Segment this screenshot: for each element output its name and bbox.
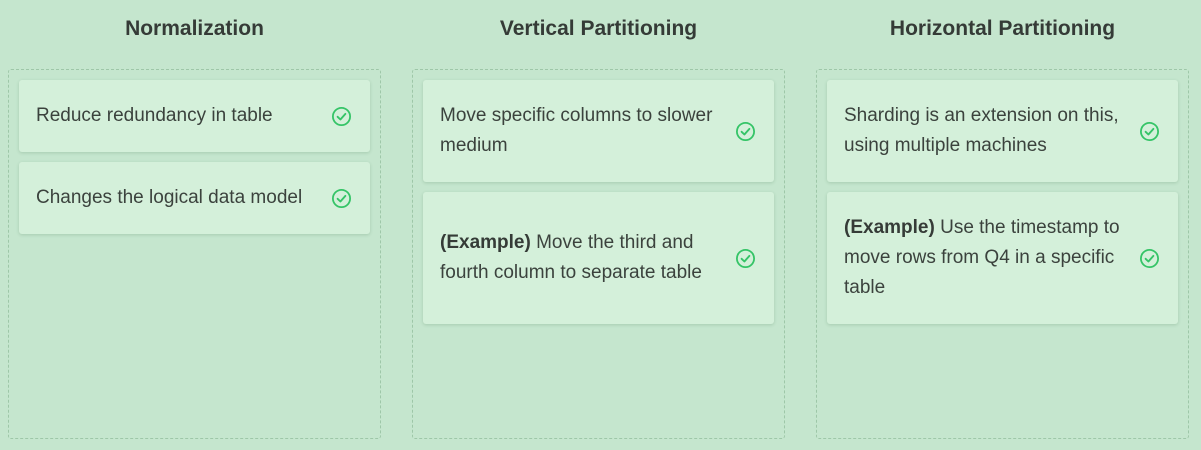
check-circle-icon <box>735 121 756 142</box>
check-circle-icon <box>1139 248 1160 269</box>
column-title: Normalization <box>125 17 264 40</box>
card-body: Sharding is an extension on this, using … <box>844 105 1119 156</box>
column-title: Vertical Partitioning <box>499 17 698 40</box>
drop-zone[interactable]: Move specific columns to slower medium (… <box>412 69 785 439</box>
check-circle-icon <box>331 188 352 209</box>
card-text: Sharding is an extension on this, using … <box>844 101 1130 161</box>
card-body: Reduce redundancy in table <box>36 105 273 126</box>
answer-card[interactable]: Move specific columns to slower medium <box>423 80 774 182</box>
card-text: (Example) Use the timestamp to move rows… <box>844 213 1130 303</box>
card-body: Use the timestamp to move rows from Q4 i… <box>844 217 1120 298</box>
check-circle-icon <box>331 106 352 127</box>
check-circle-icon <box>735 248 756 269</box>
answer-card[interactable]: (Example) Move the third and fourth colu… <box>423 192 774 324</box>
card-prefix: (Example) <box>440 232 531 253</box>
card-text: Reduce redundancy in table <box>36 101 273 131</box>
answer-card[interactable]: Sharding is an extension on this, using … <box>827 80 1178 182</box>
card-body: Move the third and fourth column to sepa… <box>440 232 702 283</box>
answer-card[interactable]: Reduce redundancy in table <box>19 80 370 152</box>
card-text: (Example) Move the third and fourth colu… <box>440 228 726 288</box>
answer-card[interactable]: Changes the logical data model <box>19 162 370 234</box>
card-prefix: (Example) <box>844 217 935 238</box>
column-title: Horizontal Partitioning <box>889 17 1116 40</box>
check-circle-icon <box>1139 121 1160 142</box>
drop-zone[interactable]: Sharding is an extension on this, using … <box>816 69 1189 439</box>
drop-zone[interactable]: Reduce redundancy in table Changes the l… <box>8 69 381 439</box>
answer-card[interactable]: (Example) Use the timestamp to move rows… <box>827 192 1178 324</box>
card-text: Changes the logical data model <box>36 183 302 213</box>
card-text: Move specific columns to slower medium <box>440 101 726 161</box>
card-body: Changes the logical data model <box>36 187 303 208</box>
card-body: Move specific columns to slower medium <box>440 105 713 156</box>
